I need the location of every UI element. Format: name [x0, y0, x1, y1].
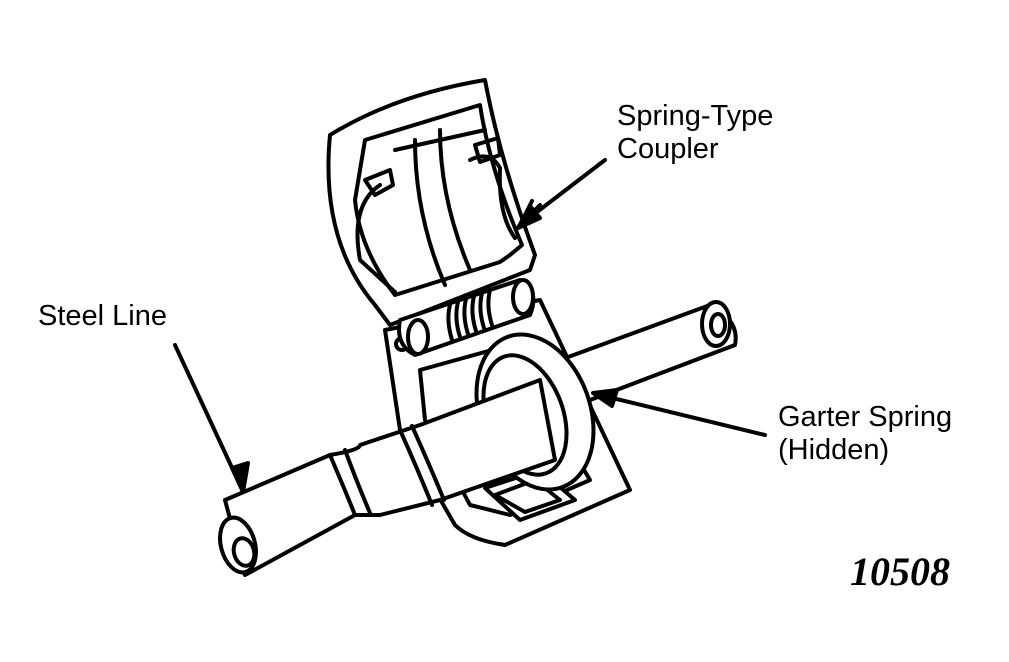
steel-tube-rear: [558, 300, 738, 402]
steel-line-label: Steel Line: [38, 300, 167, 333]
figure-number: 10508: [850, 549, 950, 594]
garter-spring-label: Garter Spring (Hidden): [778, 401, 952, 467]
steel-line-label-text: Steel Line: [38, 300, 167, 332]
garter-spring-label-line1: Garter Spring: [778, 401, 953, 433]
arrow-garter-spring: [598, 393, 767, 437]
arrow-steel-line: [173, 343, 242, 487]
callout-arrows: [173, 158, 767, 494]
spring-type-coupler-label-line1: Spring-Type: [617, 100, 774, 132]
spring-type-coupler-label: Spring-Type Coupler: [617, 100, 773, 166]
spring-type-coupler-label-line2: Coupler: [617, 133, 719, 165]
hinge-spring: [397, 278, 536, 357]
steel-line-tube: [218, 378, 557, 577]
coupler-upper-cover: [326, 78, 537, 327]
garter-spring-label-line2: (Hidden): [778, 434, 890, 466]
